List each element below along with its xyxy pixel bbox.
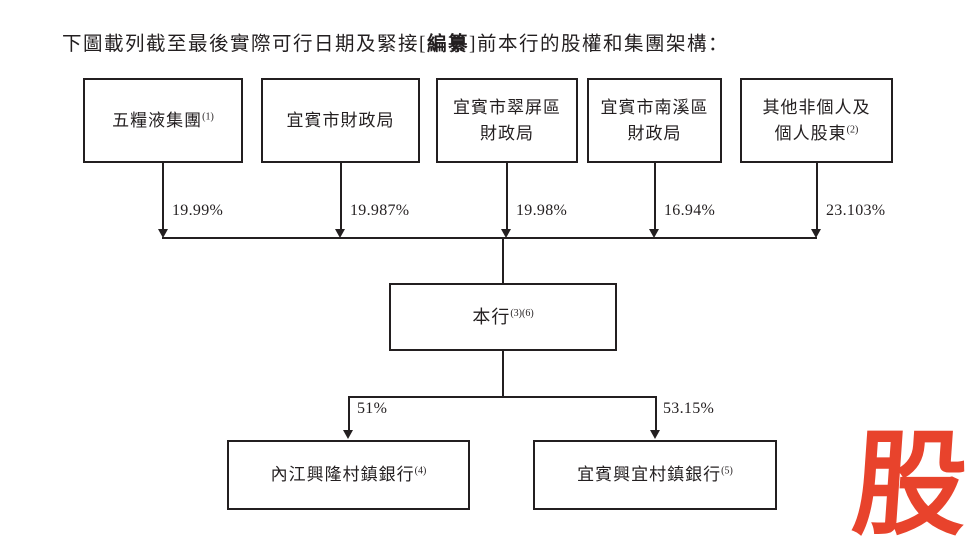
arrowhead-down-icon (650, 430, 660, 439)
bank-label: 本行(3)(6) (472, 306, 534, 327)
shareholder-label: 宜賓市南溪區 財政局 (600, 98, 709, 143)
stake-label: 19.99% (172, 202, 224, 219)
shareholder-label: 宜賓市財政局 (286, 110, 395, 130)
connector-line (655, 397, 657, 430)
stake-label: 16.94% (664, 202, 716, 219)
page-title: 下圖載列截至最後實際可行日期及緊接[編纂]前本行的股權和集團架構： (62, 27, 729, 56)
stake-label: 19.987% (350, 202, 410, 219)
title-text-trailing: ]前本行的股權和集團架構： (469, 34, 730, 55)
footnote-marker: (3)(6) (510, 307, 534, 319)
connector-line (816, 163, 818, 230)
connector-line (340, 163, 342, 230)
subsidiary-box-yibin-xingyi: 宜賓興宜村鎮銀行(5) (533, 440, 777, 510)
stake-label: 53.15% (663, 400, 715, 417)
watermark-stock-glyph: 股 (848, 422, 972, 546)
shareholder-box-nanxi-finance-bureau: 宜賓市南溪區 財政局 (587, 78, 722, 163)
arrowhead-down-icon (501, 229, 511, 238)
connector-line (502, 351, 504, 397)
footnote-marker: (5) (721, 465, 733, 477)
connector-line (348, 397, 350, 430)
bank-box: 本行(3)(6) (389, 283, 617, 351)
shareholder-box-other-shareholders: 其他非個人及 個人股東(2) (740, 78, 893, 163)
arrowhead-down-icon (335, 229, 345, 238)
shareholder-label: 宜賓市翠屏區 財政局 (453, 98, 561, 143)
connector-line (654, 163, 656, 230)
title-text-leading: 下圖載列截至最後實際可行日期及緊接[ (62, 34, 427, 55)
arrowhead-down-icon (158, 229, 168, 238)
subsidiary-label: 內江興隆村鎮銀行(4) (270, 465, 427, 485)
shareholder-box-cuiping-finance-bureau: 宜賓市翠屏區 財政局 (436, 78, 578, 163)
subsidiary-label: 宜賓興宜村鎮銀行(5) (577, 465, 733, 485)
shareholder-label: 其他非個人及 個人股東(2) (762, 98, 871, 143)
stake-label: 23.103% (826, 202, 886, 219)
arrowhead-down-icon (811, 229, 821, 238)
subsidiary-box-neijiang-xinglong: 內江興隆村鎮銀行(4) (227, 440, 470, 510)
footnote-marker: (4) (414, 465, 427, 477)
connector-bus-line (162, 237, 817, 239)
connector-branch-line (348, 396, 657, 398)
arrowhead-down-icon (343, 430, 353, 439)
shareholder-label: 五糧液集團(1) (112, 110, 214, 130)
shareholder-box-wuliangye-group: 五糧液集團(1) (83, 78, 243, 163)
stake-label: 19.98% (516, 202, 568, 219)
title-redaction-placeholder: 編纂 (427, 34, 470, 55)
footnote-marker: (1) (202, 111, 214, 123)
stake-label: 51% (357, 400, 388, 417)
connector-line (506, 163, 508, 230)
footnote-marker: (2) (846, 123, 859, 135)
arrowhead-down-icon (649, 229, 659, 238)
connector-line (162, 163, 164, 230)
connector-line (502, 238, 504, 283)
shareholder-box-yibin-finance-bureau: 宜賓市財政局 (261, 78, 420, 163)
